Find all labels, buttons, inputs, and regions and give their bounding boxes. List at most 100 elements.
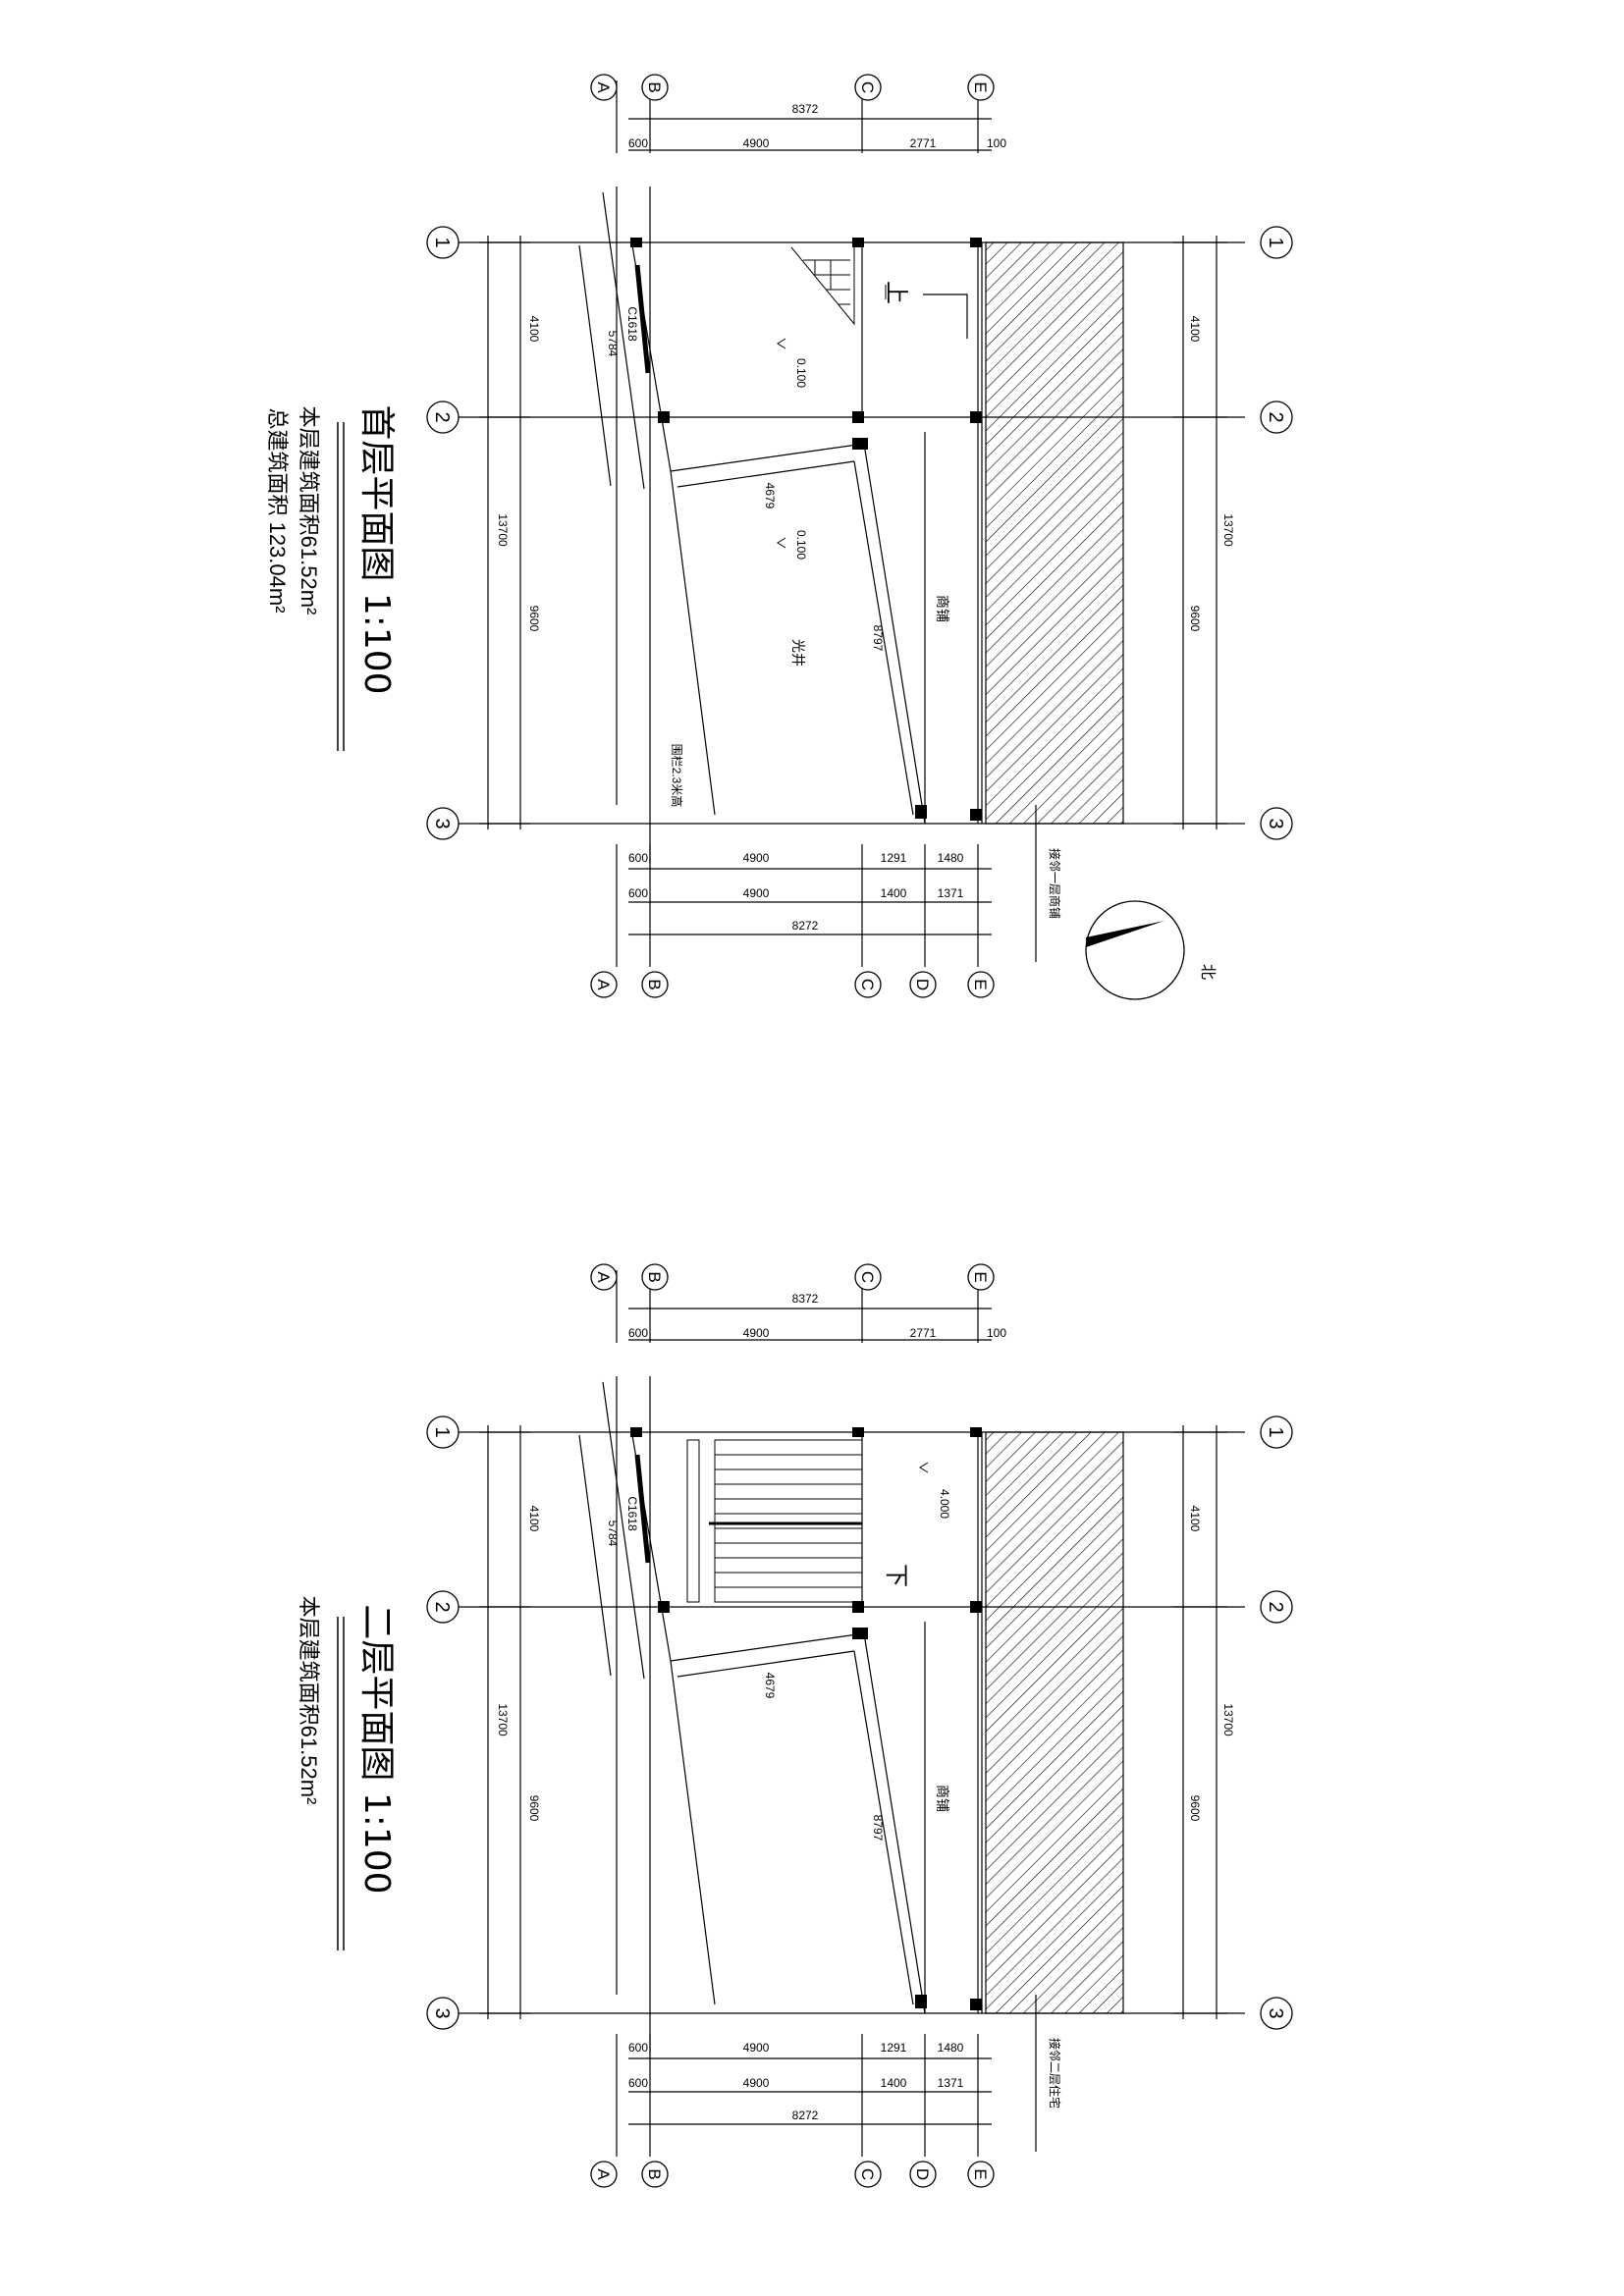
dim-left-4100: 4100 bbox=[527, 1506, 541, 1532]
grid-number-3-left: 3 bbox=[431, 818, 453, 828]
grid-number-2-left: 2 bbox=[431, 1601, 453, 1612]
room-labels: 下 4.000 5784 C1618 4679 8797 商铺 接邻二层住宅 bbox=[606, 1489, 1062, 2109]
area-note-2: 总建筑面积 123.04m² bbox=[265, 407, 290, 613]
grid-number-2-right: 2 bbox=[1265, 411, 1286, 422]
label-dim-8797: 8797 bbox=[871, 625, 885, 652]
dim-bottom-total: 8272 bbox=[792, 2109, 819, 2122]
label-dim-4679: 4679 bbox=[763, 1673, 777, 1699]
neighbor-hatch bbox=[985, 1431, 1124, 2014]
dim-left-9600: 9600 bbox=[527, 606, 541, 632]
dim-top-4: 100 bbox=[987, 136, 1006, 150]
dim-bot1-4: 1480 bbox=[938, 851, 964, 865]
label-neighbor: 接邻一层商铺 bbox=[1048, 848, 1062, 919]
dim-bot1-3: 1291 bbox=[881, 851, 907, 865]
grid-number-3-right: 3 bbox=[1265, 818, 1286, 828]
dim-bot1-1: 600 bbox=[628, 2041, 648, 2055]
columns bbox=[630, 238, 982, 821]
label-window: C1618 bbox=[625, 1496, 639, 1531]
grid-number-3-left: 3 bbox=[431, 2007, 453, 2018]
label-dim-8797: 8797 bbox=[871, 1815, 885, 1842]
grid-letter-e: E bbox=[971, 1271, 990, 1282]
grid-letter-e-bottom: E bbox=[971, 2168, 990, 2179]
label-level-1: 4.000 bbox=[938, 1489, 951, 1519]
grid-letter-d-bottom: D bbox=[913, 2168, 932, 2180]
dim-top-total: 8372 bbox=[792, 102, 819, 116]
dimensions-top: 8372 600 4900 2771 100 bbox=[628, 102, 1006, 150]
dimensions-top: 8372 600 4900 2771 100 bbox=[628, 1292, 1006, 1340]
grid-letter-b: B bbox=[645, 1271, 664, 1282]
area-note-1: 本层建筑面积61.52m² bbox=[297, 406, 321, 615]
grid-bubbles-top: A B C E bbox=[590, 74, 995, 101]
dim-bot2-1: 600 bbox=[628, 886, 648, 900]
plan-title: 二层平面图 1:100 bbox=[356, 1604, 397, 1894]
grid-letter-b-bottom: B bbox=[645, 2168, 664, 2179]
second-floor-plan: A B C E A B C D E 1 2 3 1 bbox=[297, 1263, 1293, 2188]
north-label: 北 bbox=[1199, 964, 1217, 980]
dim-right-4100: 4100 bbox=[1188, 1506, 1202, 1532]
dim-top-3: 2771 bbox=[910, 1326, 937, 1340]
north-arrow: 北 bbox=[1085, 900, 1217, 1000]
label-neighbor: 接邻二层住宅 bbox=[1048, 2038, 1062, 2109]
label-window: C1618 bbox=[625, 306, 639, 342]
grid-number-3-right: 3 bbox=[1265, 2007, 1286, 2018]
grid-letter-a: A bbox=[594, 81, 613, 93]
dim-bot1-2: 4900 bbox=[743, 2041, 770, 2055]
room-labels: 上 0.100 0.100 5784 C1618 4679 8797 商铺 光井… bbox=[606, 281, 1062, 919]
grid-number-1-left: 1 bbox=[431, 1426, 453, 1437]
grid-letter-a-bottom: A bbox=[594, 2168, 613, 2180]
grid-bubbles-bottom: A B C D E bbox=[590, 2161, 995, 2188]
dimensions-bottom: 600 4900 1291 1480 600 4900 1400 1371 82… bbox=[628, 2041, 964, 2122]
label-down: 下 bbox=[883, 1564, 909, 1587]
dim-left-9600: 9600 bbox=[527, 1795, 541, 1822]
neighbor-hatch bbox=[985, 241, 1124, 825]
plan-title: 首层平面图 1:100 bbox=[356, 404, 397, 694]
dim-top-4: 100 bbox=[987, 1326, 1006, 1340]
dim-top-1: 600 bbox=[628, 136, 648, 150]
grid-letter-b-bottom: B bbox=[645, 979, 664, 989]
label-dim-5784: 5784 bbox=[606, 1521, 620, 1547]
grid-number-1-right: 1 bbox=[1265, 237, 1286, 247]
dim-left-4100: 4100 bbox=[527, 316, 541, 343]
grid-number-bubbles: 1 2 3 1 2 3 bbox=[426, 1415, 1293, 2030]
columns bbox=[630, 1427, 982, 2010]
plan-title-block: 二层平面图 1:100 本层建筑面积61.52m² bbox=[297, 1596, 397, 1950]
grid-letter-e-bottom: E bbox=[971, 979, 990, 989]
dim-right-9600: 9600 bbox=[1188, 1795, 1202, 1822]
grid-letter-c-bottom: C bbox=[858, 2168, 877, 2180]
dim-bottom-total: 8272 bbox=[792, 919, 819, 933]
dim-bot1-4: 1480 bbox=[938, 2041, 964, 2055]
dim-top-3: 2771 bbox=[910, 136, 937, 150]
grid-letter-c: C bbox=[858, 1271, 877, 1283]
grid-letter-d-bottom: D bbox=[913, 979, 932, 990]
grid-letter-c-bottom: C bbox=[858, 979, 877, 990]
dim-bot1-2: 4900 bbox=[743, 851, 770, 865]
dim-bot2-4: 1371 bbox=[938, 2076, 964, 2090]
stair-main bbox=[686, 1439, 863, 1603]
grid-number-bubbles: 1 2 3 1 2 3 bbox=[426, 226, 1293, 840]
dim-left-13700: 13700 bbox=[496, 513, 510, 547]
dimensions-sides: 4100 9600 13700 4100 9600 13700 bbox=[496, 1506, 1235, 1822]
dimensions-bottom: 600 4900 1291 1480 600 4900 1400 1371 82… bbox=[628, 851, 964, 933]
dim-top-1: 600 bbox=[628, 1326, 648, 1340]
label-dim-4679: 4679 bbox=[763, 483, 777, 509]
dim-right-13700: 13700 bbox=[1221, 513, 1235, 547]
label-shop: 商铺 bbox=[935, 595, 950, 622]
dim-top-2: 4900 bbox=[743, 136, 770, 150]
grid-bubbles-top: A B C E bbox=[590, 1263, 995, 1291]
dim-right-9600: 9600 bbox=[1188, 606, 1202, 632]
grid-number-2-left: 2 bbox=[431, 411, 453, 422]
dim-bot2-2: 4900 bbox=[743, 886, 770, 900]
plan-title-block: 首层平面图 1:100 本层建筑面积61.52m² 总建筑面积 123.04m² bbox=[265, 404, 397, 751]
grid-number-2-right: 2 bbox=[1265, 1601, 1286, 1612]
dim-bot2-3: 1400 bbox=[881, 886, 907, 900]
area-note-1: 本层建筑面积61.52m² bbox=[297, 1596, 321, 1805]
dim-bot2-4: 1371 bbox=[938, 886, 964, 900]
dim-left-13700: 13700 bbox=[496, 1703, 510, 1736]
label-fence: 围栏2.3米高 bbox=[670, 744, 684, 808]
dim-bot1-3: 1291 bbox=[881, 2041, 907, 2055]
dimensions-sides: 4100 9600 13700 4100 9600 13700 bbox=[496, 316, 1235, 632]
stair-small bbox=[790, 246, 855, 326]
dim-bot1-1: 600 bbox=[628, 851, 648, 865]
grid-number-1-left: 1 bbox=[431, 237, 453, 247]
